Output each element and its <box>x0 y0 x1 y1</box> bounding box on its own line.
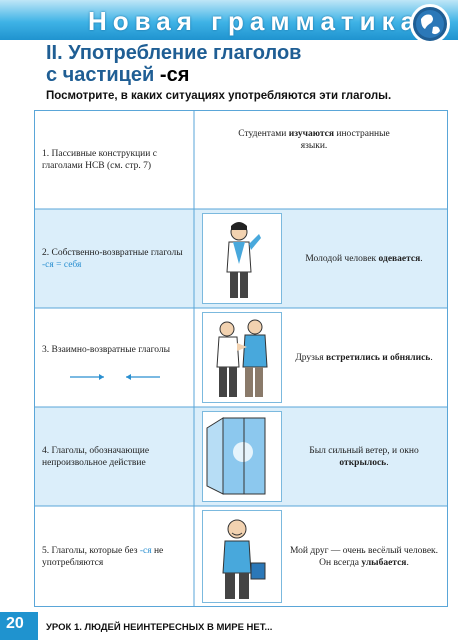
header-title: Новая грамматика <box>88 6 422 36</box>
table-row: 3. Взаимно-возвратные глаголы <box>34 308 448 407</box>
open-window-illustration <box>202 411 282 502</box>
row-label: 2. Собственно-возвратные глаголы -ся = с… <box>42 247 183 270</box>
row-example: Был сильный ветер, и окно открылось. <box>309 445 419 468</box>
row-example: Мой друг — очень весёлый человек. Он все… <box>289 545 439 568</box>
section-subtitle: Посмотрите, в каких ситуациях употребляю… <box>46 90 392 102</box>
row-example: Студентами изучаются иностранные языки. <box>238 128 390 151</box>
section-title-suffix: -ся <box>159 64 190 86</box>
page-number: 20 <box>6 615 24 632</box>
section-title-prefix: с частицей <box>46 64 160 86</box>
globe-icon <box>410 4 450 44</box>
row-label: 4. Глаголы, обозначающие непроизвольное … <box>42 445 150 468</box>
table-row: 2. Собственно-возвратные глаголы -ся = с… <box>34 209 448 308</box>
header-band <box>0 0 458 40</box>
row-example: Молодой человек одевается. <box>305 253 423 264</box>
table-row: 5. Глаголы, которые без -ся не употребля… <box>34 506 448 607</box>
arrows-icon <box>70 374 160 380</box>
page-number-box <box>0 612 38 640</box>
section-title-line2: с частицей -ся <box>46 64 301 86</box>
dressing-man-illustration <box>202 213 282 304</box>
row-label: 1. Пассивные конструкции с глаголами НСВ… <box>42 148 157 171</box>
row-label: 5. Глаголы, которые без -ся не употребля… <box>42 545 164 568</box>
grammar-table: 1. Пассивные конструкции с глаголами НСВ… <box>34 110 448 607</box>
row-example: Друзья встретились и обнялись. <box>295 352 433 363</box>
row-label: 3. Взаимно-возвратные глаголы <box>42 344 171 355</box>
section-title-line1: II. Употребление глаголов <box>46 42 302 64</box>
section-title: II. Употребление глаголов с частицей -ся <box>46 42 301 86</box>
friends-hugging-illustration <box>202 312 282 403</box>
table-row: 1. Пассивные конструкции с глаголами НСВ… <box>34 110 448 209</box>
smiling-friend-illustration <box>202 510 282 603</box>
lesson-title: УРОК 1. ЛЮДЕЙ НЕИНТЕРЕСНЫХ В МИРЕ НЕТ... <box>46 622 273 633</box>
table-row: 4. Глаголы, обозначающие непроизвольное … <box>34 407 448 506</box>
